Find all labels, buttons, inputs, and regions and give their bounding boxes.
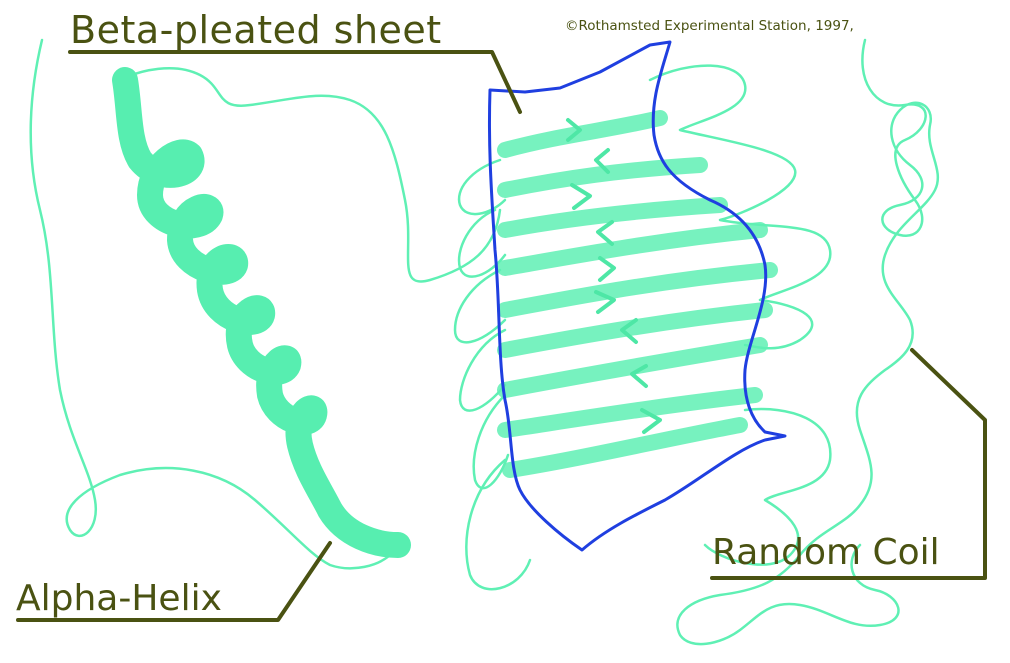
alpha-helix-label: Alpha-Helix: [16, 578, 222, 619]
copyright-credit: ©Rothamsted Experimental Station, 1997,: [565, 18, 854, 34]
beta-strands: [505, 118, 770, 470]
random-coil-label: Random Coil: [712, 532, 940, 573]
beta-pleated-sheet-label: Beta-pleated sheet: [70, 8, 442, 52]
alpha-helix-coil: [125, 80, 398, 545]
